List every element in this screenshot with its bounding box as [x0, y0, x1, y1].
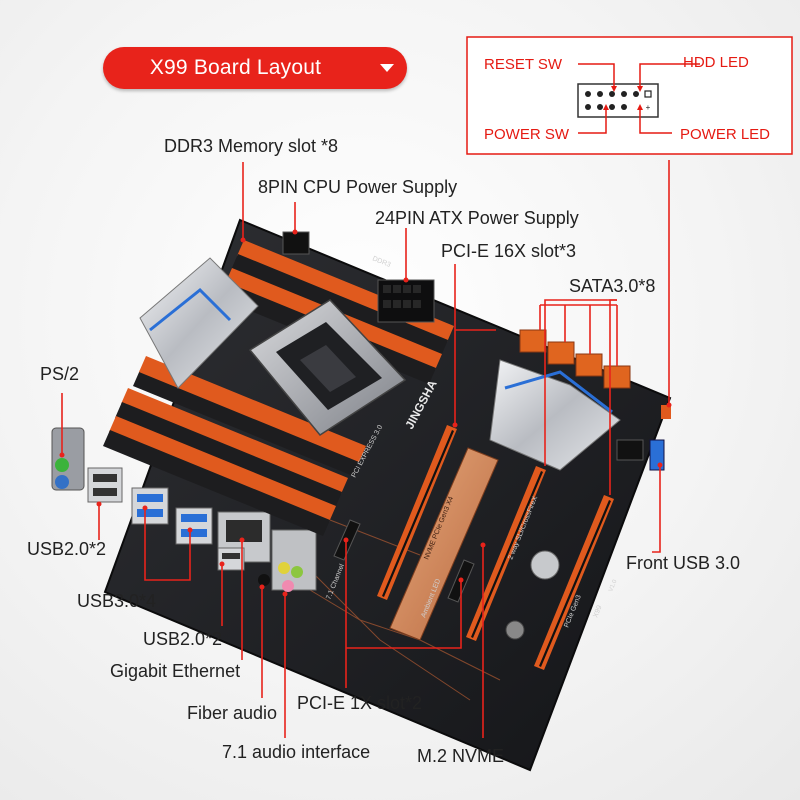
vrm-heatsink	[139, 257, 259, 389]
front-panel-header	[577, 83, 659, 118]
usb30-label: USB3.0*4	[77, 591, 157, 611]
sata-label: SATA3.0*8	[569, 276, 656, 296]
cpu-socket	[248, 299, 407, 436]
chipset-heatsink	[489, 359, 621, 471]
gigabit-ethernet-label: Gigabit Ethernet	[110, 661, 241, 681]
pcie-16x-slots	[377, 425, 614, 670]
rear-io	[51, 427, 317, 592]
ram-slots-left	[103, 356, 366, 536]
leader-lines	[61, 160, 670, 738]
buzzer	[505, 620, 525, 640]
ps2-mouse-port	[55, 458, 69, 472]
banner-title: X99 Board Layout	[149, 56, 322, 79]
power-sw-label: POWER SW	[484, 126, 569, 143]
ddr-mark: DDR3	[371, 255, 391, 269]
front-panel-pins	[661, 405, 671, 419]
front-panel-leads	[578, 63, 700, 134]
pcie-16x-label: PCI-E 16X slot*3	[441, 241, 577, 261]
usb20-ports-top	[87, 467, 123, 503]
audio-ports	[271, 529, 317, 591]
ps2-label: PS/2	[40, 364, 80, 384]
hdd-led-label: HDD LED	[683, 54, 749, 71]
pcie-1x-label: PCI-E 1X slot*2	[297, 693, 423, 713]
audio-71-label: 7.1 audio interface	[222, 742, 371, 762]
version-mark: V1.0	[608, 578, 618, 592]
optical-port	[258, 574, 270, 586]
usb30-ports-b	[175, 507, 213, 545]
model-mark: X99	[592, 604, 603, 618]
leader-dots	[59, 229, 672, 597]
atx-power-label: 24PIN ATX Power Supply	[375, 208, 579, 228]
ddr3-memory-label: DDR3 Memory slot *8	[164, 136, 339, 156]
m2-nvme-label: M.2 NVME	[417, 746, 505, 766]
caret-down-icon[interactable]	[377, 59, 397, 77]
board-layout-banner[interactable]: X99 Board Layout	[103, 47, 407, 89]
front-usb30-header	[649, 439, 665, 471]
cpu-8pin-connector	[282, 231, 310, 255]
reset-sw-label: RESET SW	[484, 56, 563, 73]
usb20-bottom-label: USB2.0*2	[143, 629, 223, 649]
usb30-ports-a	[131, 487, 169, 525]
usb20-top-label: USB2.0*2	[27, 539, 107, 559]
front-usb30-label: Front USB 3.0	[626, 553, 741, 573]
svg-text:+: +	[646, 103, 651, 112]
header-pins: +	[585, 90, 652, 112]
motherboard: JINGSHA PCI EXPRESS 3.0 NVME PCIe Gen3 X…	[51, 218, 672, 772]
ps2-keyboard-port	[55, 475, 69, 489]
cmos-battery	[530, 550, 560, 580]
debug-led	[616, 439, 644, 461]
fiber-audio-label: Fiber audio	[187, 703, 278, 723]
power-led-label: POWER LED	[680, 126, 771, 143]
m2-heatsink	[389, 447, 499, 641]
front-panel-diagram: +	[466, 36, 793, 155]
cpu-power-label: 8PIN CPU Power Supply	[258, 177, 458, 197]
